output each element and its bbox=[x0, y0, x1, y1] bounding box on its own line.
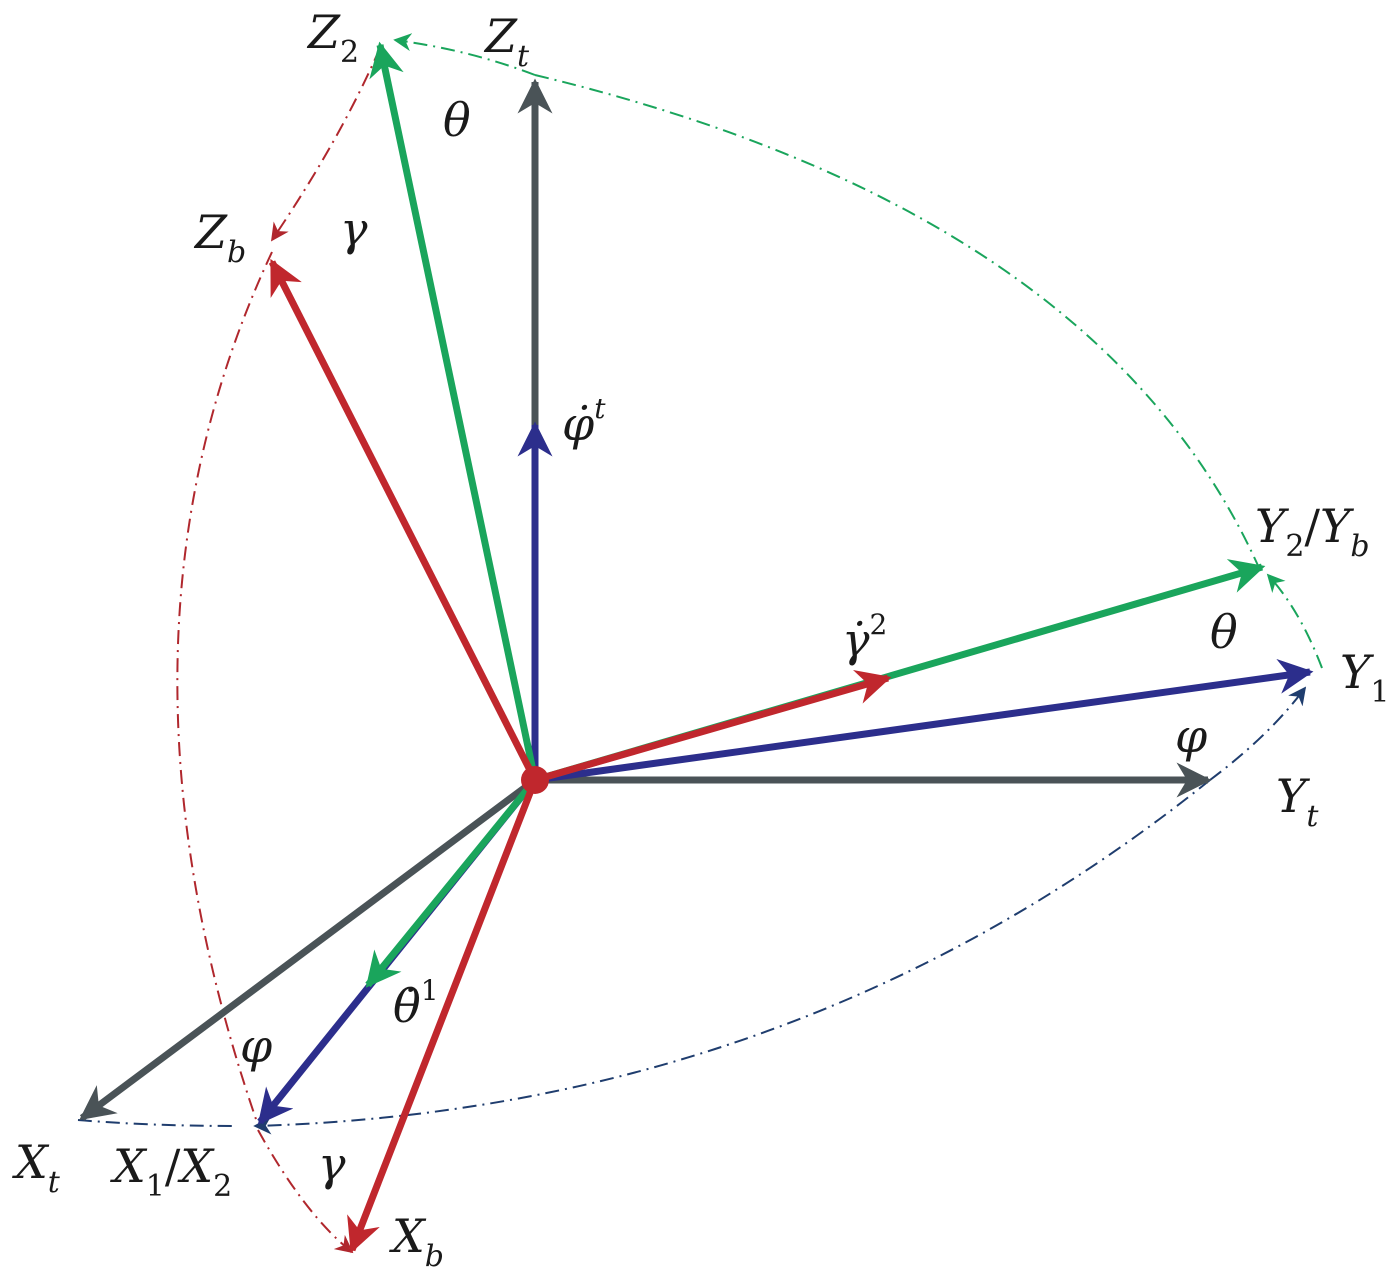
axis-x2-green-rate bbox=[365, 777, 538, 988]
rate-gamma-dot: γ̇2 bbox=[842, 608, 887, 667]
arc-red-zb-to-x2 bbox=[176, 251, 273, 1126]
label-x1-x2: X1/X2 bbox=[110, 1139, 232, 1204]
rate-phi-dot: φ̇t bbox=[562, 392, 606, 451]
label-z2: Z2 bbox=[306, 5, 359, 70]
vectors bbox=[79, 41, 1314, 1254]
rate-theta-dot: θ̇1 bbox=[393, 974, 439, 1033]
label-xt: Xt bbox=[12, 1135, 61, 1200]
arc-blue-xt-to-x1 bbox=[77, 1119, 236, 1127]
rate-labels: φ̇t γ̇2 θ̇1 bbox=[393, 392, 887, 1033]
arc-green-y1-to-y2 bbox=[1266, 573, 1323, 669]
arc-blue-yt-to-x1 bbox=[253, 779, 1211, 1135]
angle-gamma-top: γ bbox=[340, 202, 368, 256]
arc-red-z2-to-zb bbox=[270, 47, 381, 242]
axis-z2-green bbox=[369, 41, 539, 781]
label-zb: Zb bbox=[193, 205, 246, 270]
axis-labels: Zt Z2 Zb Y2/Yb Y1 Yt Xt X1/X2 Xb bbox=[12, 5, 1389, 1274]
origin-point bbox=[521, 766, 549, 794]
axis-xt-gray bbox=[79, 777, 538, 1121]
angle-phi-bottom: φ bbox=[240, 1019, 273, 1073]
arc-red-x2-to-xb bbox=[257, 1129, 354, 1254]
arc-green-zt-to-y2 bbox=[534, 74, 1261, 571]
arcs bbox=[77, 33, 1323, 1254]
axis-y1-blue bbox=[534, 659, 1314, 784]
label-xb: Xb bbox=[389, 1209, 444, 1274]
label-zt: Zt bbox=[483, 9, 530, 74]
axis-yb-red-rate bbox=[534, 669, 892, 784]
angle-theta-top: θ bbox=[443, 93, 471, 147]
angle-theta-right: θ bbox=[1210, 605, 1238, 659]
label-yt: Yt bbox=[1276, 769, 1319, 834]
axis-xb-red bbox=[347, 778, 539, 1254]
axis-zb-red bbox=[268, 258, 539, 782]
arc-blue-yt-to-y1 bbox=[1209, 686, 1307, 781]
label-y2-yb: Y2/Yb bbox=[1255, 499, 1370, 564]
angle-labels: θ γ θ φ φ γ bbox=[240, 93, 1238, 1191]
angle-phi-right: φ bbox=[1175, 709, 1208, 763]
label-y1: Y1 bbox=[1340, 645, 1389, 710]
angle-gamma-bottom: γ bbox=[318, 1137, 346, 1191]
